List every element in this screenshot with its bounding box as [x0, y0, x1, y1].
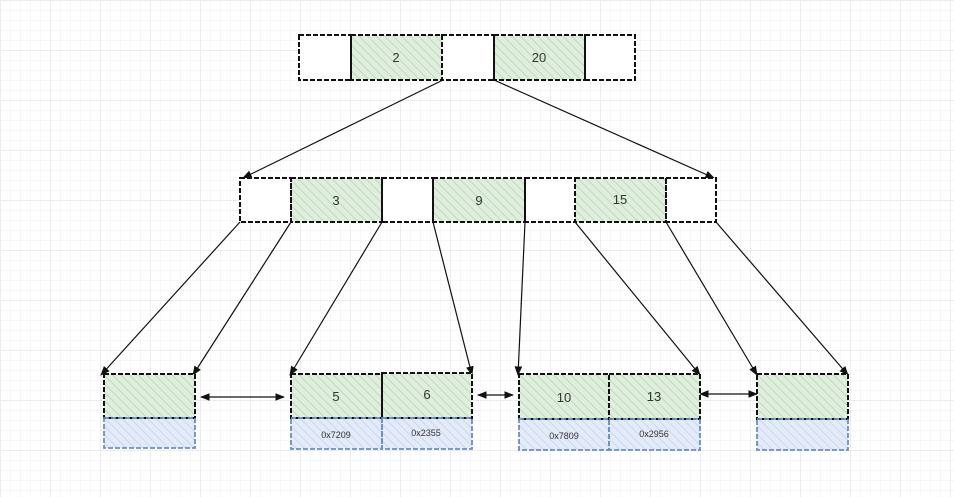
leaf-node-3: 10 13 0x7809 0x2956 [518, 373, 701, 451]
leaf-pointer-cell [609, 419, 700, 450]
root-key-label: 2 [392, 50, 399, 65]
root-pointer-cell [442, 35, 494, 80]
leaf-pointer-cell [519, 419, 609, 450]
internal-pointer-cell [382, 178, 433, 222]
edge-p0-to-leaf1 [100, 221, 241, 376]
internal-pointer-cell [666, 178, 716, 222]
leaf-pointer-cell [104, 418, 195, 448]
leaf-pointer-label: 0x7809 [549, 431, 579, 441]
edge-root-to-internal-right [493, 79, 715, 179]
leaf-pointer-label: 0x2956 [639, 429, 669, 439]
tree-edges [100, 79, 849, 401]
leaf-pointer-cell [382, 418, 472, 449]
root-key-cell [351, 35, 442, 80]
leaf-pointer-label: 0x7209 [321, 430, 351, 440]
leaf-key-label: 5 [332, 389, 339, 404]
internal-pointer-cell [240, 178, 291, 222]
leaf-key-cell [382, 373, 472, 418]
edge-p3-to-leaf4 [665, 221, 758, 376]
leaf-key-cell [519, 374, 609, 419]
root-pointer-cell [299, 35, 351, 80]
internal-key-cell [575, 178, 666, 222]
leaf-key-cell [291, 374, 382, 418]
internal-key-label: 9 [475, 193, 482, 208]
leaf-node-4 [756, 373, 849, 451]
edge-p3-to-leaf3 [574, 221, 701, 376]
internal-pointer-cell [525, 178, 575, 222]
edge-root-to-internal-left [242, 79, 444, 179]
leaf-key-label: 10 [557, 390, 571, 405]
root-pointer-cell [585, 35, 635, 80]
edge-p1-to-leaf1 [192, 221, 292, 376]
internal-key-cell [433, 178, 525, 222]
root-node: 2 20 [298, 34, 636, 81]
leaf-pointer-cell [291, 418, 382, 449]
leaf-node-1 [103, 373, 196, 449]
internal-key-label: 15 [613, 192, 627, 207]
leaf-key-cell [757, 374, 848, 419]
leaf-pointer-cell [757, 419, 848, 450]
edge-p2-to-leaf2 [432, 221, 474, 376]
leaf-key-label: 6 [423, 387, 430, 402]
root-key-cell [494, 35, 585, 80]
internal-node: 3 9 15 [239, 177, 717, 223]
internal-key-cell [291, 178, 382, 222]
leaf-node-2: 5 6 0x7209 0x2355 [290, 372, 473, 450]
internal-key-label: 3 [332, 193, 339, 208]
edge-p1-to-leaf2 [289, 221, 383, 376]
leaf-key-cell [104, 374, 195, 418]
leaf-key-cell [609, 374, 700, 419]
root-key-label: 20 [532, 50, 546, 65]
leaf-key-label: 13 [647, 389, 661, 404]
leaf-pointer-label: 0x2355 [411, 428, 441, 438]
edge-p4-to-leaf4 [715, 221, 849, 376]
edge-p2-to-leaf3 [514, 221, 526, 376]
